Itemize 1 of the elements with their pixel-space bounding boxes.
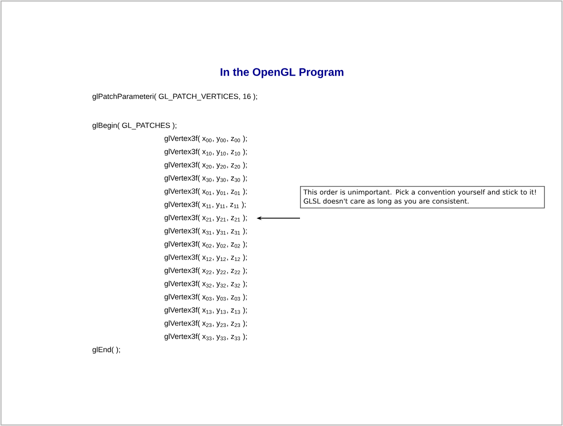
title: In the OpenGL Program	[220, 68, 344, 78]
